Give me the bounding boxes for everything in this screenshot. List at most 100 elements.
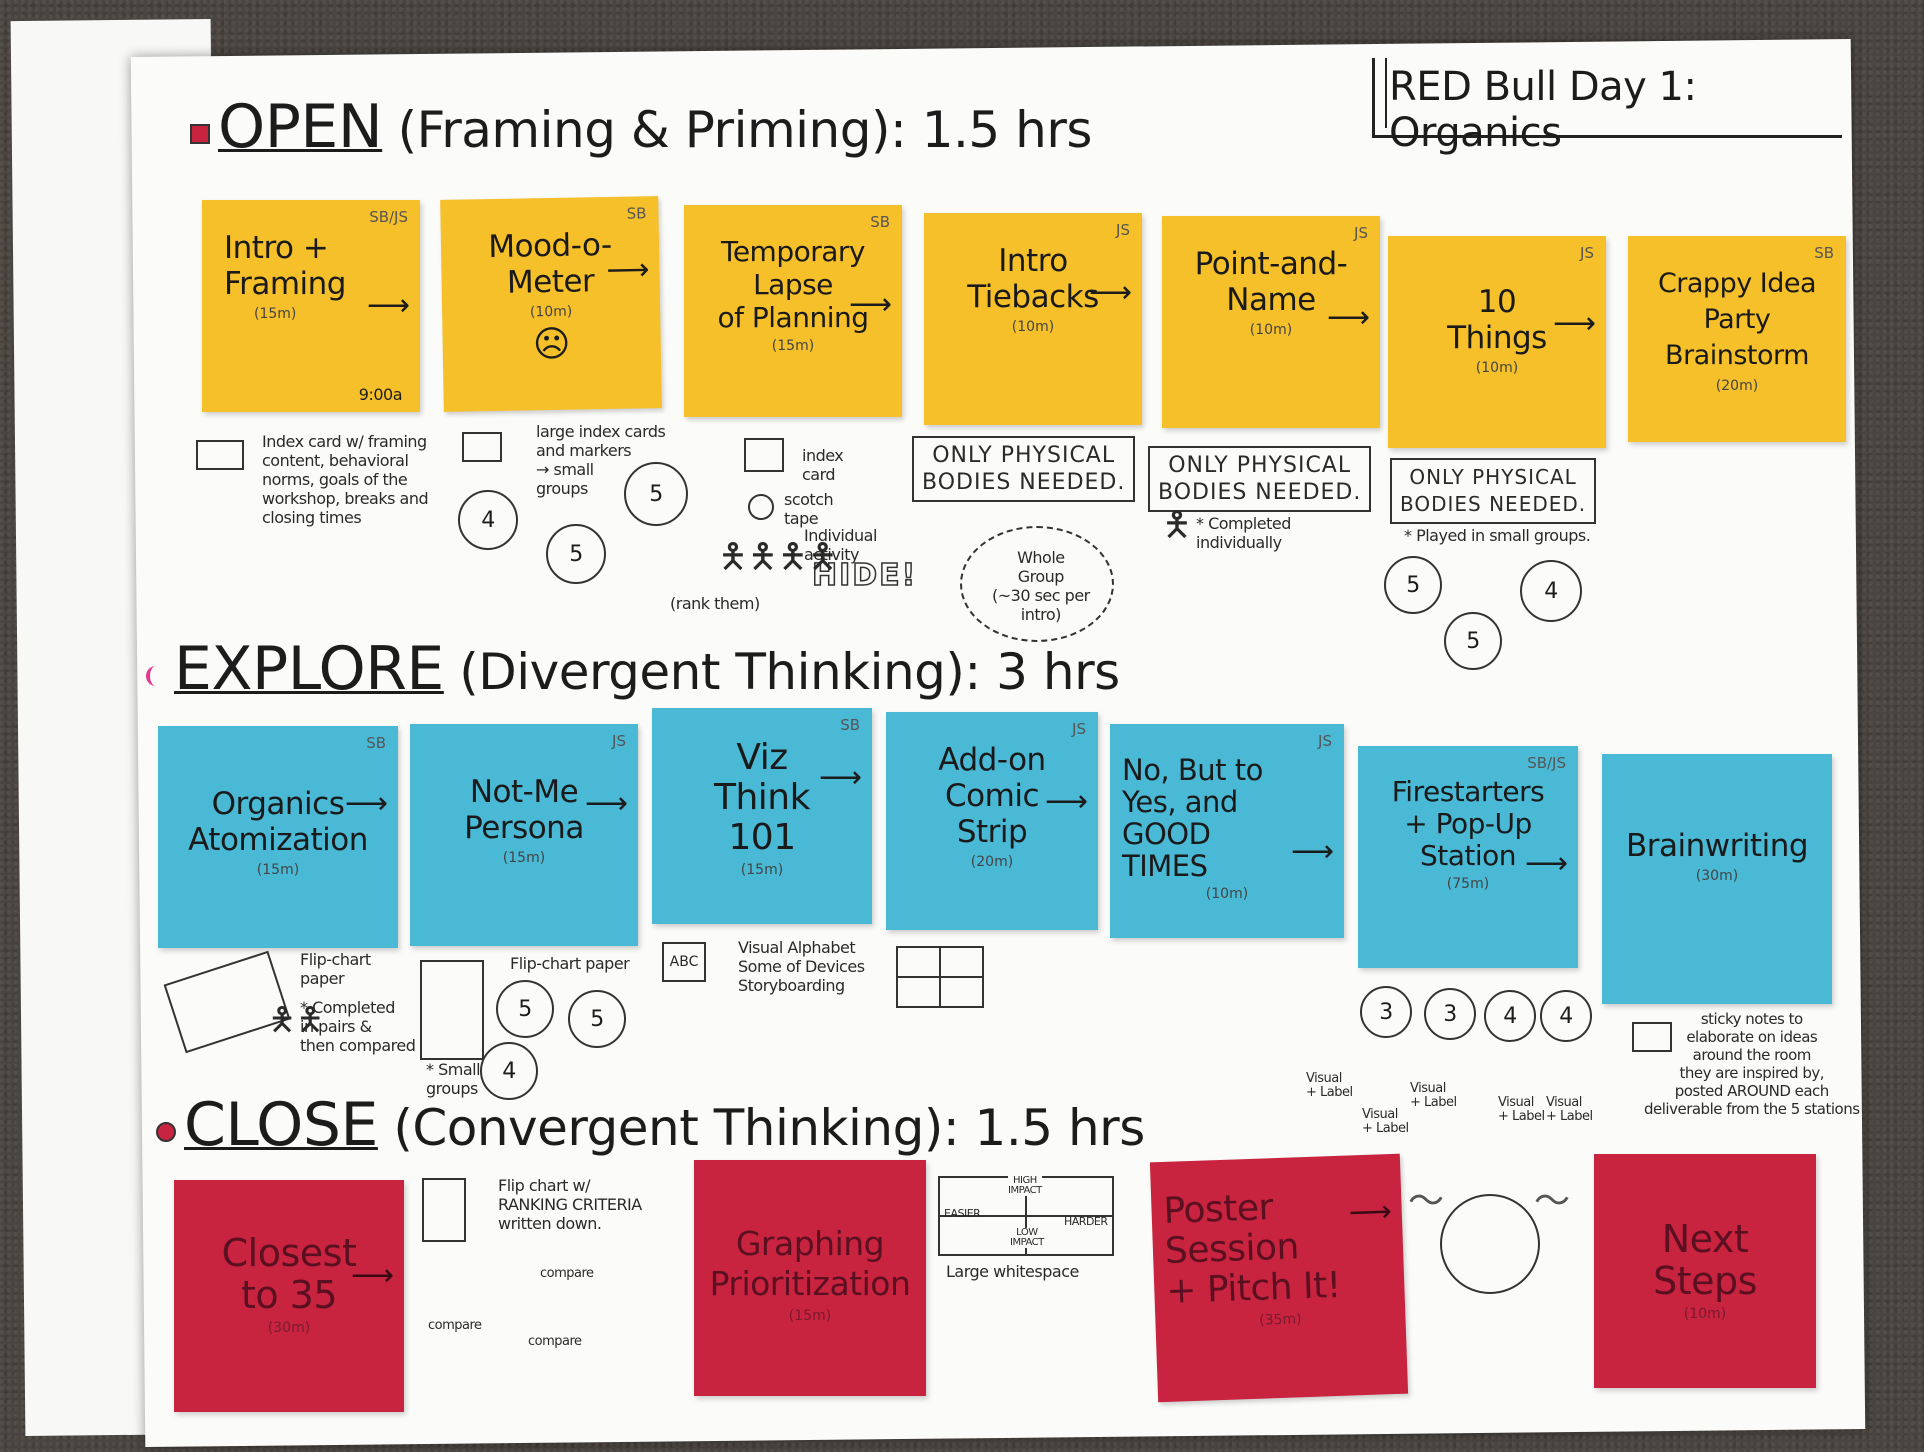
note-initials: SB [840, 716, 860, 734]
note-duration: (15m) [256, 862, 300, 878]
note-title: Crappy Idea Party Brainstorm [1657, 268, 1817, 371]
note-next-steps: Next Steps (10m) [1594, 1154, 1816, 1388]
index-card-icon [196, 440, 244, 470]
sketch-small-groups: * Small groups [426, 1060, 481, 1098]
table-count: 5 [1406, 572, 1420, 598]
section-explore-label: EXPLORE [174, 634, 444, 704]
whole-group-circle [960, 526, 1114, 642]
sketch-flip-chart-paper-b: Flip-chart paper [510, 954, 630, 973]
table-count: 4 [502, 1058, 516, 1084]
note-viz-think-101: SB Viz Think 101 (15m) ⟶ [652, 708, 872, 924]
note-duration: (10m) [1475, 360, 1519, 376]
note-duration: (30m) [267, 1320, 311, 1336]
flip-chart-paper-icon [420, 960, 484, 1060]
arrow-right-icon: ⟶ [584, 786, 628, 821]
note-duration: (15m) [254, 306, 297, 322]
arrow-right-icon: ⟶ [344, 786, 388, 821]
arrow-right-icon: ⟶ [606, 252, 650, 289]
note-initials: JS [612, 732, 626, 750]
tape-icon [748, 494, 774, 520]
arrow-right-icon: ⟶ [1290, 834, 1334, 869]
note-add-on-comic-strip: JS Add-on Comic Strip (20m) ⟶ [886, 712, 1098, 930]
note-initials: JS [1072, 720, 1086, 738]
section-explore-heading: EXPLORE (Divergent Thinking): 3 hrs [146, 634, 1120, 704]
table-icon: 4 [1540, 990, 1592, 1042]
note-title: Not-Me Persona [464, 774, 584, 846]
table-icon: 5 [624, 462, 688, 526]
note-title: Organics Atomization [188, 786, 368, 858]
note-10-things: JS 10 Things (10m) ⟶ [1388, 236, 1606, 448]
note-temporary-lapse: SB Temporary Lapse of Planning (15m) ⟶ [684, 205, 902, 417]
note-title: Intro Tiebacks [967, 243, 1099, 315]
sketch-completed-pairs: * Completed in pairs & then compared [300, 998, 416, 1055]
note-not-me-persona: JS Not-Me Persona (15m) ⟶ [410, 724, 638, 946]
arrow-right-icon: ⟶ [1524, 846, 1568, 881]
sketch-large-whitespace: Large whitespace [946, 1262, 1079, 1281]
note-title: Closest to 35 [221, 1231, 357, 1317]
note-initials: SB [626, 204, 647, 223]
table-icon: 3 [1360, 986, 1412, 1038]
easel-icon: ABC [662, 942, 706, 982]
note-duration: (75m) [1446, 876, 1490, 892]
note-point-and-name: JS Point-and- Name (10m) ⟶ [1162, 216, 1380, 428]
arrow-right-icon: ⟶ [1088, 275, 1132, 310]
note-duration: (35m) [1258, 1311, 1302, 1329]
table-count: 5 [518, 996, 532, 1022]
note-duration: (15m) [740, 862, 784, 878]
table-icon: 5 [1444, 612, 1502, 670]
note-title: Firestarters + Pop-Up Station [1391, 775, 1545, 872]
note-title: Temporary Lapse of Planning [717, 235, 869, 334]
sketch-compare-1: compare [540, 1266, 594, 1281]
section-close-subtitle: (Convergent Thinking): 1.5 hrs [393, 1099, 1145, 1157]
note-duration: (10m) [1683, 1306, 1727, 1322]
sketch-visual-alphabet: Visual Alphabet Some of Devices Storyboa… [738, 938, 865, 995]
sketch-large-index-cards: large index cards and markers → small gr… [536, 422, 666, 498]
table-count: 4 [1503, 1003, 1517, 1029]
angry-face-icon: ☹ [532, 323, 571, 366]
pair-people-icon: 🯅🯅 [268, 1000, 325, 1038]
note-initials: SB/JS [1527, 754, 1566, 772]
open-bullet-icon [190, 123, 210, 144]
note-graphing-prioritization: Graphing Prioritization (15m) [694, 1160, 926, 1396]
table-icon: 4 [458, 490, 518, 550]
sketch-individual-activity: Individual activity [804, 526, 877, 564]
sketch-played-small-groups: * Played in small groups. [1404, 526, 1591, 545]
arrow-right-icon: ⟶ [1552, 306, 1596, 341]
sketch-index-card-text: Index card w/ framing content, behaviora… [262, 432, 429, 527]
sketch-physical-bodies-2: ONLY PHYSICAL BODIES NEEDED. [1148, 446, 1372, 512]
note-title: Next Steps [1653, 1217, 1757, 1303]
note-duration: (20m) [1715, 378, 1759, 394]
title-box-line [1385, 58, 1387, 128]
arrow-right-icon: ⟶ [350, 1258, 394, 1293]
sketch-low-impact: LOW IMPACT [1010, 1227, 1044, 1248]
arrow-right-icon: ⟶ [366, 288, 410, 323]
crystal-ball-icon [1440, 1194, 1540, 1294]
section-close-label: CLOSE [184, 1090, 378, 1160]
note-intro-tiebacks: JS Intro Tiebacks (10m) ⟶ [924, 213, 1142, 425]
note-title: Viz Think 101 [714, 737, 810, 858]
table-count: 5 [649, 481, 663, 507]
comic-grid-icon [896, 946, 984, 1008]
note-duration: (10m) [1205, 886, 1249, 902]
note-duration: (15m) [788, 1308, 832, 1324]
note-initials: SB/JS [369, 208, 408, 226]
note-initials: SB [366, 734, 386, 752]
section-open-heading: OPEN (Framing & Priming): 1.5 hrs [190, 92, 1092, 162]
table-icon: 5 [546, 524, 606, 584]
arrow-right-icon: ⟶ [848, 287, 892, 322]
table-icon: 5 [568, 990, 626, 1048]
sketch-completed-individually: * Completed individually [1196, 514, 1291, 552]
sketch-visual-label-1: Visual + Label [1306, 1071, 1353, 1100]
note-mood-o-meter: SB Mood-o- Meter (10m) ☹ ⟶ [440, 196, 662, 412]
note-duration: (15m) [771, 338, 815, 354]
section-explore-subtitle: (Divergent Thinking): 3 hrs [459, 643, 1120, 701]
note-start-time: 9:00a [358, 385, 403, 404]
note-initials: JS [1354, 224, 1368, 242]
sticky-notes-icon [1632, 1022, 1672, 1052]
table-count: 4 [1559, 1003, 1573, 1029]
table-count: 5 [590, 1006, 604, 1032]
table-count: 3 [1443, 1001, 1457, 1027]
note-title: Graphing Prioritization [709, 1224, 911, 1303]
note-initials: JS [1580, 244, 1594, 262]
sketch-harder: HARDER [1064, 1215, 1108, 1228]
